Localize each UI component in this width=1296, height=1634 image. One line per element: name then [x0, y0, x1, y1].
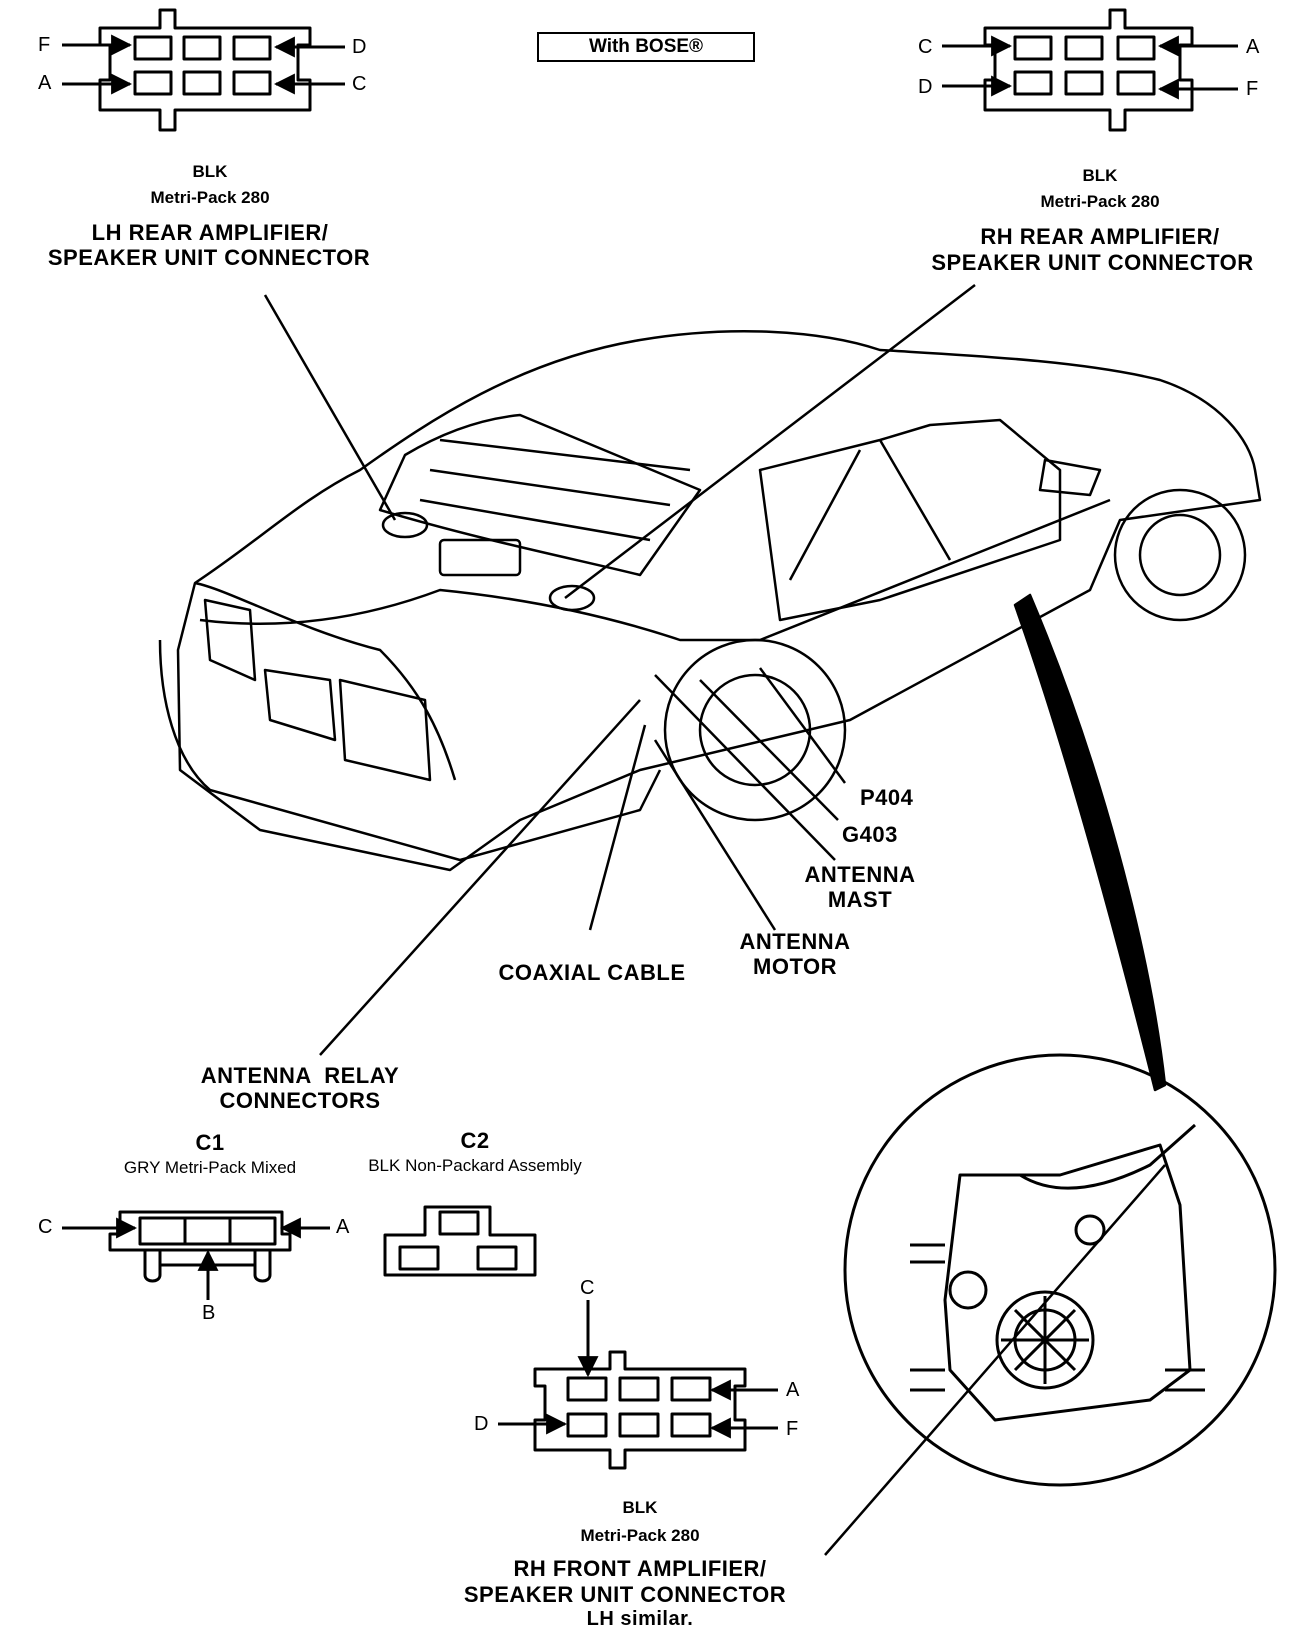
- g403-label: G403: [842, 822, 898, 847]
- rh-rear-name-line1: RH REAR AMPLIFIER/: [980, 224, 1220, 249]
- rh-front-pin-f: F: [786, 1418, 799, 1440]
- c1-id: C1: [195, 1130, 225, 1155]
- lh-rear-name-line2: SPEAKER UNIT CONNECTOR: [47, 245, 371, 270]
- lh-rear-pin-d: D: [352, 36, 367, 58]
- rh-rear-type: Metri-Pack 280: [1040, 192, 1160, 211]
- c1-pin-b: B: [202, 1302, 216, 1324]
- rh-front-type: Metri-Pack 280: [580, 1526, 700, 1545]
- c2-desc: BLK Non-Packard Assembly: [368, 1156, 582, 1175]
- c1-connector-drawing: [62, 1210, 330, 1300]
- antenna-motor-label-2: MOTOR: [753, 954, 837, 979]
- antenna-mast-label-2: MAST: [827, 887, 893, 912]
- lh-rear-type: Metri-Pack 280: [150, 188, 270, 207]
- antenna-motor-label-1: ANTENNA: [739, 929, 851, 954]
- p404-label: P404: [860, 785, 914, 810]
- rh-front-note: LH similar.: [586, 1608, 694, 1630]
- lh-rear-pin-a: A: [38, 72, 52, 94]
- rh-rear-pin-f: F: [1246, 78, 1259, 100]
- rh-front-pin-d: D: [474, 1413, 489, 1435]
- c1-pin-c: C: [38, 1216, 53, 1238]
- rh-front-connector-drawing: [498, 1300, 778, 1470]
- c2-connector-drawing: [383, 1205, 537, 1277]
- rh-rear-connector-drawing: [942, 8, 1238, 132]
- c1-pin-a: A: [336, 1216, 350, 1238]
- speaker-detail-drawing: [843, 1053, 1277, 1487]
- lh-rear-name-line1: LH REAR AMPLIFIER/: [91, 220, 329, 245]
- with-bose-title: With BOSE®: [537, 32, 755, 62]
- rh-rear-pin-a: A: [1246, 36, 1260, 58]
- lh-rear-color: BLK: [192, 162, 228, 181]
- lh-rear-pin-f: F: [38, 34, 51, 56]
- vehicle-drawing: [158, 330, 1262, 872]
- leader-lines: [263, 284, 1167, 1556]
- antenna-mast-label-1: ANTENNA: [804, 862, 916, 887]
- rh-rear-pin-d: D: [918, 76, 933, 98]
- lh-rear-pin-c: C: [352, 73, 367, 95]
- antenna-relay-label-1: ANTENNA RELAY: [200, 1063, 400, 1088]
- rh-front-color: BLK: [622, 1498, 658, 1517]
- rh-front-pin-a: A: [786, 1379, 800, 1401]
- rh-rear-color: BLK: [1082, 166, 1118, 185]
- lh-rear-connector-drawing: [62, 8, 345, 132]
- c2-id: C2: [460, 1128, 490, 1153]
- coaxial-cable-label: COAXIAL CABLE: [498, 960, 686, 985]
- rh-front-pin-c: C: [580, 1277, 595, 1299]
- c1-desc: GRY Metri-Pack Mixed: [123, 1158, 297, 1177]
- rh-front-name-line2: SPEAKER UNIT CONNECTOR: [463, 1582, 787, 1607]
- antenna-relay-label-2: CONNECTORS: [219, 1088, 381, 1113]
- rh-rear-name-line2: SPEAKER UNIT CONNECTOR: [931, 250, 1254, 275]
- rh-front-name-line1: RH FRONT AMPLIFIER/: [513, 1556, 767, 1581]
- rh-rear-pin-c: C: [918, 36, 933, 58]
